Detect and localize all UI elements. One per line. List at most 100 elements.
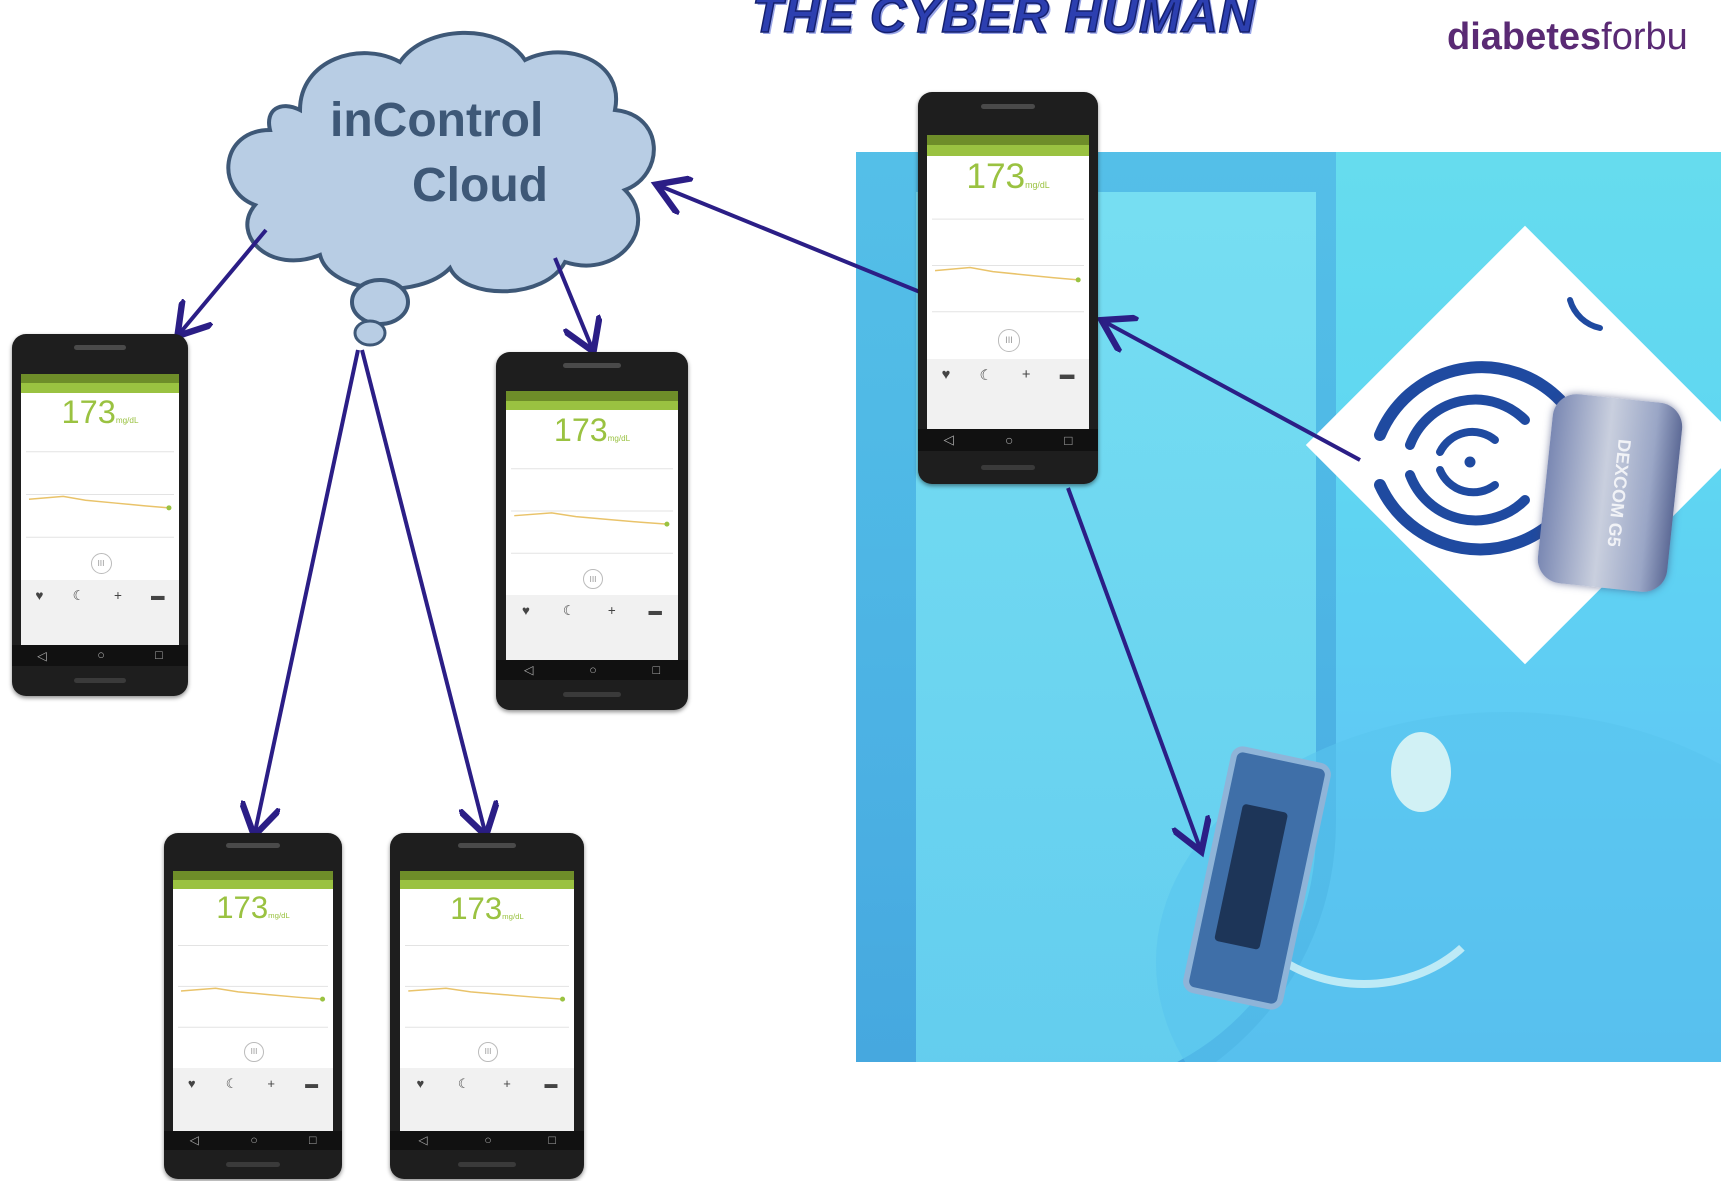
recents-icon: □ <box>308 1133 317 1148</box>
status-bar <box>20 373 180 384</box>
current-point <box>664 521 670 527</box>
glucose-trend-chart <box>510 468 674 554</box>
arrow-cloud-to-phone-bottom-right <box>360 349 485 832</box>
plus-icon: + <box>1021 367 1031 384</box>
plus-icon: + <box>267 1076 275 1092</box>
back-icon: ◁ <box>418 1133 428 1148</box>
app-header-bar <box>505 400 679 411</box>
app-header-bar <box>172 880 334 890</box>
glucose-trend-chart <box>25 451 175 538</box>
glucose-value: 173 <box>61 393 116 430</box>
trend-line <box>934 267 1079 282</box>
moon-icon: ☾ <box>72 588 85 604</box>
back-icon: ◁ <box>943 432 955 448</box>
glucose-trend-chart <box>177 945 329 1028</box>
chat-icon: ▬ <box>648 603 662 619</box>
status-bar <box>505 391 679 401</box>
pause-icon: III <box>582 568 604 590</box>
app-nav-row: ♥☾+▬ <box>172 1068 334 1131</box>
glucose-unit: mg/dL <box>115 415 139 425</box>
phone-bottom-grill <box>226 1162 280 1168</box>
cloud-shape <box>226 30 656 347</box>
home-icon: ○ <box>97 648 105 663</box>
arrow-cloud-to-phone-left <box>180 228 268 333</box>
app-nav-row: ♥☾+▬ <box>505 595 679 660</box>
moon-icon: ☾ <box>562 603 575 619</box>
brand-rest: forbu <box>1601 16 1688 58</box>
home-icon: ○ <box>1004 432 1014 448</box>
moon-icon: ☾ <box>225 1076 238 1092</box>
back-icon: ◁ <box>523 663 534 678</box>
glucose-unit: mg/dL <box>268 911 290 921</box>
connection-arrows <box>180 186 1361 848</box>
glucose-reading: 173mg/dL <box>400 893 575 924</box>
glucose-reading: 173mg/dL <box>173 892 333 923</box>
moon-icon: ☾ <box>457 1076 470 1092</box>
phone-speaker <box>563 362 621 368</box>
arrow-sensor-to-phone <box>1105 322 1361 462</box>
app-header-bar <box>927 145 1089 156</box>
home-icon: ○ <box>484 1133 492 1148</box>
glucose-value: 173 <box>553 411 608 448</box>
trend-line <box>513 511 667 525</box>
wireless-signal-icon <box>1374 297 1603 556</box>
android-softkeys: ◁ ○ □ <box>918 429 1098 452</box>
trend-line <box>180 987 323 1000</box>
plus-icon: + <box>607 603 616 619</box>
glucose-unit: mg/dL <box>607 433 631 443</box>
page-title: THE CYBER HUMAN <box>751 0 1256 44</box>
phone-speaker <box>981 103 1035 109</box>
glucose-reading: 173mg/dL <box>927 159 1089 194</box>
heart-icon: ♥ <box>416 1076 425 1092</box>
phone-bottom-grill <box>73 678 127 684</box>
chat-icon: ▬ <box>544 1076 558 1092</box>
arrow-phone-to-pump <box>1066 487 1200 848</box>
recents-icon: □ <box>548 1133 556 1148</box>
current-point <box>165 505 171 511</box>
app-nav-row: ♥☾+▬ <box>20 580 180 646</box>
status-bar <box>927 135 1089 146</box>
cloud-title-line2: Cloud <box>412 159 548 212</box>
chat-icon: ▬ <box>1059 367 1075 384</box>
home-icon: ○ <box>250 1133 258 1148</box>
phone-speaker <box>226 843 280 849</box>
current-point <box>559 996 565 1002</box>
heart-icon: ♥ <box>941 367 951 384</box>
arrow-cloud-to-phone-bottom-left <box>255 349 360 832</box>
plus-icon: + <box>113 588 122 604</box>
android-softkeys: ◁ ○ □ <box>164 1130 342 1150</box>
arrow-phone-to-cloud <box>660 186 921 294</box>
recents-icon: □ <box>155 648 163 663</box>
brand-bold: diabetes <box>1447 16 1602 58</box>
app-header-bar <box>399 880 575 890</box>
glucose-reading: 173mg/dL <box>506 411 679 448</box>
status-bar <box>172 871 334 881</box>
phone-bottom-grill <box>981 464 1035 470</box>
glucose-unit: mg/dL <box>502 911 524 921</box>
phone-bottom-grill <box>563 692 621 698</box>
pause-icon: III <box>90 553 112 574</box>
plus-icon: + <box>503 1076 511 1092</box>
chat-icon: ▬ <box>305 1076 319 1092</box>
back-icon: ◁ <box>189 1133 199 1148</box>
recents-icon: □ <box>1064 432 1073 448</box>
glucose-unit: mg/dL <box>1025 179 1050 190</box>
app-header-bar <box>20 383 180 393</box>
app-nav-row: ♥ ☾ + ▬ <box>399 1068 575 1131</box>
current-point <box>319 996 325 1002</box>
android-softkeys: ◁○□ <box>496 659 688 680</box>
trend-line <box>28 495 169 509</box>
arrow-cloud-to-phone-mid <box>553 257 592 348</box>
home-icon: ○ <box>589 662 597 677</box>
phone-speaker <box>457 843 517 849</box>
cloud-title-line1: inControl <box>330 94 544 147</box>
